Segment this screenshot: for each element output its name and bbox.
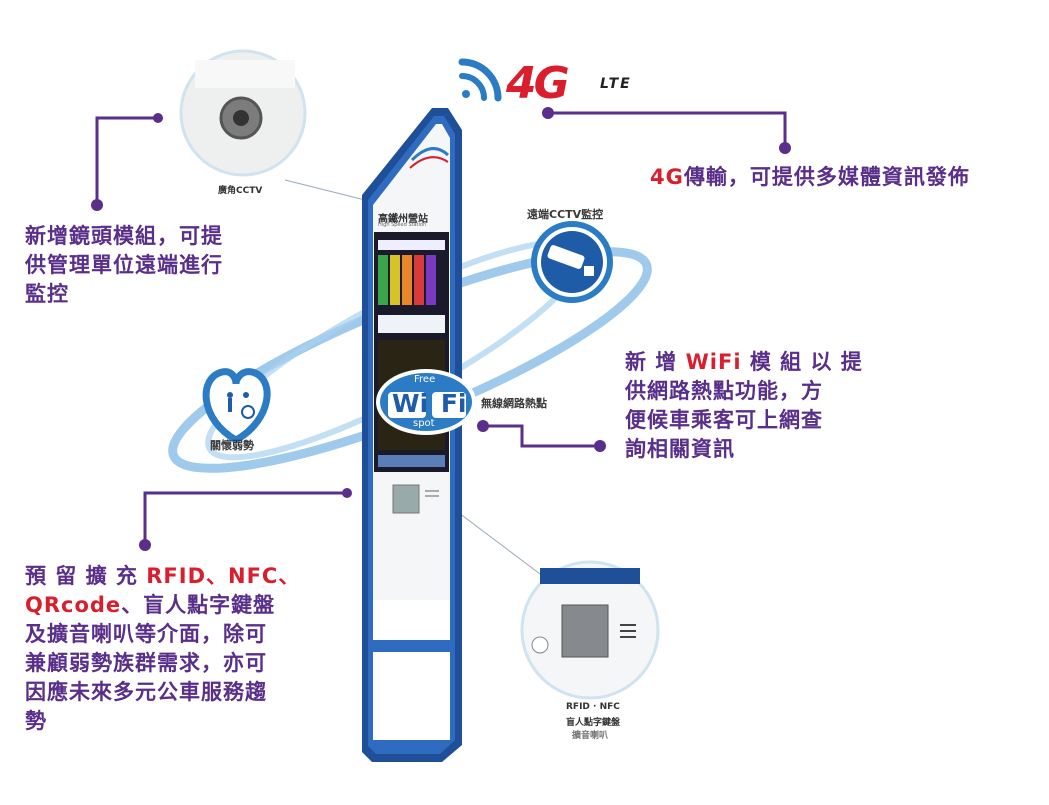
callout-lens-line2: 供管理單位遠端進行 — [25, 253, 223, 277]
callout-wifi-line2: 供網路熱點功能，方 — [625, 379, 823, 403]
lte-connector-dot-end — [779, 142, 791, 154]
label-accessibility: 關懷弱勢 — [210, 439, 254, 452]
callout-lte-text: 傳輸，可提供多媒體資訊發佈 — [683, 165, 970, 189]
wifi-badge — [376, 369, 476, 435]
label-rfid-2: 盲人點字鍵盤 — [566, 718, 621, 728]
lte-connector — [548, 111, 787, 148]
lens-connector — [95, 116, 158, 205]
callout-rfid-line6: 勢 — [25, 709, 47, 733]
wifi-main-text: Wi Fi — [392, 389, 467, 418]
lte-logo-lte: LTE — [600, 76, 632, 92]
lte-logo-4g: 4G — [506, 58, 570, 109]
callout-lens-line1: 新增鏡頭模組，可提 — [25, 224, 223, 248]
label-remote-cctv: 遠端CCTV監控 — [527, 208, 604, 221]
callout-wifi-line1: 新 增 WiFi 模 組 以 提 — [625, 348, 863, 377]
rfid-connector-dot — [139, 539, 151, 551]
callout-rfid-line2-red: QRcode — [25, 593, 122, 617]
callout-wifi-line1-pre: 新 增 — [625, 350, 686, 374]
lens-connector-dot-end — [153, 113, 163, 123]
label-wireless-hotspot: 無線網路熱點 — [481, 397, 547, 410]
accessibility-icon — [202, 368, 271, 445]
kiosk-station-sub: High Speed Station — [378, 222, 427, 228]
callout-wifi-line1-red: WiFi — [685, 350, 742, 374]
cctv-zoom-circle — [179, 49, 307, 177]
callout-wifi-line3: 便候車乘客可上網查 — [625, 408, 823, 432]
rfid-connector — [143, 491, 347, 545]
callout-rfid-line1-red: RFID、NFC、 — [146, 564, 301, 588]
callout-rfid-line1-pre: 預 留 擴 充 — [25, 564, 147, 588]
callout-rfid-line5: 因應未來多元公車服務趨 — [25, 680, 267, 704]
lte-connector-dot — [542, 107, 554, 119]
label-cctv-corner: 廣角CCTV — [218, 186, 263, 196]
wifi-connector-dot — [477, 420, 489, 432]
label-rfid-3: 擴音喇叭 — [572, 731, 609, 741]
callout-rfid-line1: 預 留 擴 充 RFID、NFC、 — [25, 562, 300, 591]
wifi-connector — [483, 424, 598, 448]
callout-rfid-line3: 及擴音喇叭等介面，除可 — [25, 622, 267, 646]
kiosk — [362, 108, 462, 762]
callout-lens: 新增鏡頭模組，可提 供管理單位遠端進行 監控 — [25, 222, 223, 309]
remote-cctv-icon — [531, 221, 613, 303]
callout-lte: 4G傳輸，可提供多媒體資訊發佈 — [650, 163, 970, 192]
callout-wifi-line4: 詢相關資訊 — [625, 437, 735, 461]
signal-icon — [458, 58, 502, 102]
rfid-zoom-circle — [520, 560, 660, 700]
wifi-spot-text: spot — [413, 418, 435, 429]
label-rfid-1: RFID · NFC — [566, 702, 620, 712]
callout-rfid-line2: QRcode、盲人點字鍵盤 — [25, 591, 300, 620]
callout-rfid-line2-post: 、盲人點字鍵盤 — [121, 593, 276, 617]
callout-lte-prefix: 4G — [650, 165, 684, 189]
callout-rfid-line4: 兼顧弱勢族群需求，亦可 — [25, 651, 267, 675]
callout-lens-line3: 監控 — [25, 282, 69, 306]
kiosk-station-name: 高鐵州營站 — [378, 214, 428, 225]
wifi-free-text: Free — [414, 374, 436, 385]
lens-connector-dot — [91, 199, 103, 211]
callout-wifi: 新 增 WiFi 模 組 以 提 供網路熱點功能，方 便候車乘客可上網查 詢相關… — [625, 348, 863, 464]
wifi-connector-dot-end — [594, 440, 606, 452]
cctv-zoom-line — [284, 179, 366, 201]
callout-rfid: 預 留 擴 充 RFID、NFC、 QRcode、盲人點字鍵盤 及擴音喇叭等介面… — [25, 562, 300, 736]
rfid-connector-dot-end — [342, 488, 352, 498]
callout-wifi-line1-post: 模 組 以 提 — [741, 350, 863, 374]
